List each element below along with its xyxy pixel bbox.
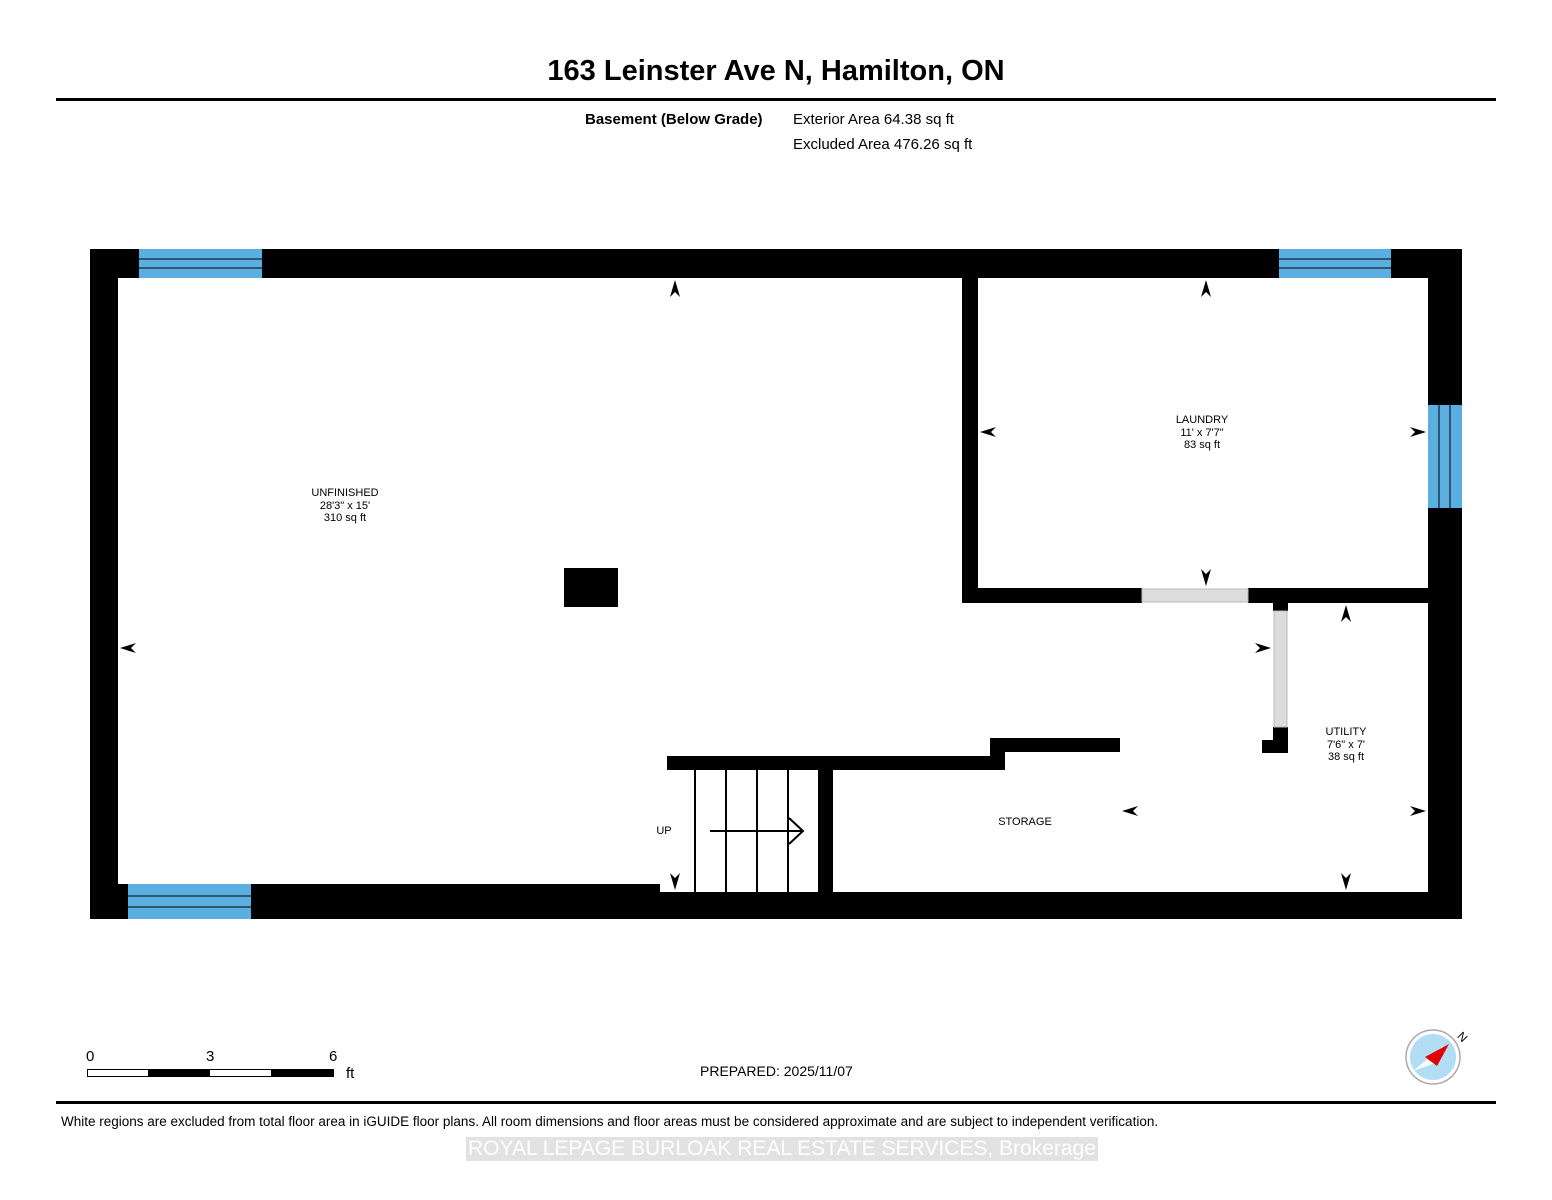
scale-tick: 0	[86, 1048, 95, 1065]
window-top-left	[139, 249, 262, 278]
room-area: 38 sq ft	[1327, 751, 1365, 763]
header-divider	[56, 98, 1496, 101]
footer-divider	[56, 1101, 1496, 1104]
window-bottom-left	[128, 884, 251, 919]
compass-icon	[1405, 1029, 1461, 1085]
scale-tick: 6	[329, 1048, 338, 1065]
exterior-area: Exterior Area 64.38 sq ft	[793, 111, 954, 128]
page-title: 163 Leinster Ave N, Hamilton, ON	[547, 55, 1005, 87]
walls	[90, 249, 1462, 919]
doors	[1141, 588, 1288, 728]
stairs	[694, 770, 805, 892]
room-storage: STORAGE	[998, 816, 1052, 829]
column	[564, 568, 618, 607]
disclaimer: White regions are excluded from total fl…	[61, 1114, 1159, 1129]
room-name: UNFINISHED	[311, 487, 379, 499]
window-right	[1428, 405, 1462, 508]
room-area: 310 sq ft	[323, 512, 367, 524]
laundry-door	[1141, 588, 1249, 603]
room-name: UTILITY	[1325, 726, 1367, 738]
room-name: STORAGE	[998, 816, 1052, 828]
room-area: 83 sq ft	[1183, 439, 1221, 451]
room-dims: 7'6" x 7'	[1326, 738, 1366, 751]
scale-unit: ft	[346, 1065, 355, 1082]
utility-door	[1273, 610, 1288, 728]
windows	[128, 249, 1462, 919]
room-name: LAUNDRY	[1175, 414, 1229, 426]
floor-label: Basement (Below Grade)	[585, 111, 763, 128]
scale-tick: 3	[206, 1048, 215, 1065]
excluded-area: Excluded Area 476.26 sq ft	[793, 136, 973, 153]
scale-bar-graphic	[87, 1069, 334, 1077]
compass: N	[1403, 1028, 1470, 1093]
stairs-label: UP	[656, 825, 672, 837]
room-dims: 28'3" x 15'	[319, 499, 371, 512]
brokerage-watermark: ROYAL LEPAGE BURLOAK REAL ESTATE SERVICE…	[466, 1137, 1098, 1161]
prepared-date: PREPARED: 2025/11/07	[700, 1063, 853, 1079]
room-laundry: LAUNDRY 11' x 7'7" 83 sq ft	[1176, 414, 1228, 452]
dimension-arrows	[120, 280, 1426, 890]
room-utility: UTILITY 7'6" x 7' 38 sq ft	[1326, 726, 1367, 764]
window-top-right	[1279, 249, 1391, 278]
room-unfinished: UNFINISHED 28'3" x 15' 310 sq ft	[311, 487, 378, 525]
room-dims: 11' x 7'7"	[1180, 426, 1224, 439]
